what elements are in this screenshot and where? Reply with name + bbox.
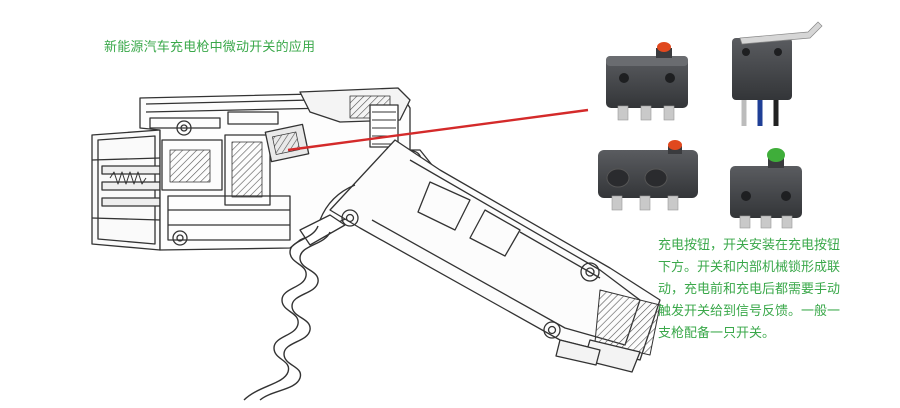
- description-line: 下方。开关和内部机械锁形成联: [658, 260, 841, 275]
- diagram-title: 新能源汽车充电枪中微动开关的应用: [104, 40, 316, 55]
- description-line: 支枪配备一只开关。: [658, 326, 776, 341]
- lever-arm-microswitch-icon: [732, 21, 823, 126]
- cable-coil: [259, 231, 331, 401]
- green-button-microswitch-icon: [730, 148, 802, 229]
- red-button-mounted-microswitch-icon: [598, 140, 698, 211]
- description-line: 充电按钮，开关安装在充电按钮: [658, 238, 841, 253]
- description-line: 触发开关给到信号反馈。一般一: [658, 304, 841, 319]
- description-text: 充电按钮，开关安装在充电按钮 下方。开关和内部机械锁形成联 动，充电前和充电后都…: [658, 235, 880, 345]
- description-line: 动，充电前和充电后都需要手动: [658, 282, 841, 297]
- charging-gun-outline: [91, 87, 661, 373]
- red-button-microswitch-icon: [606, 42, 688, 121]
- pointer-line: [287, 108, 589, 152]
